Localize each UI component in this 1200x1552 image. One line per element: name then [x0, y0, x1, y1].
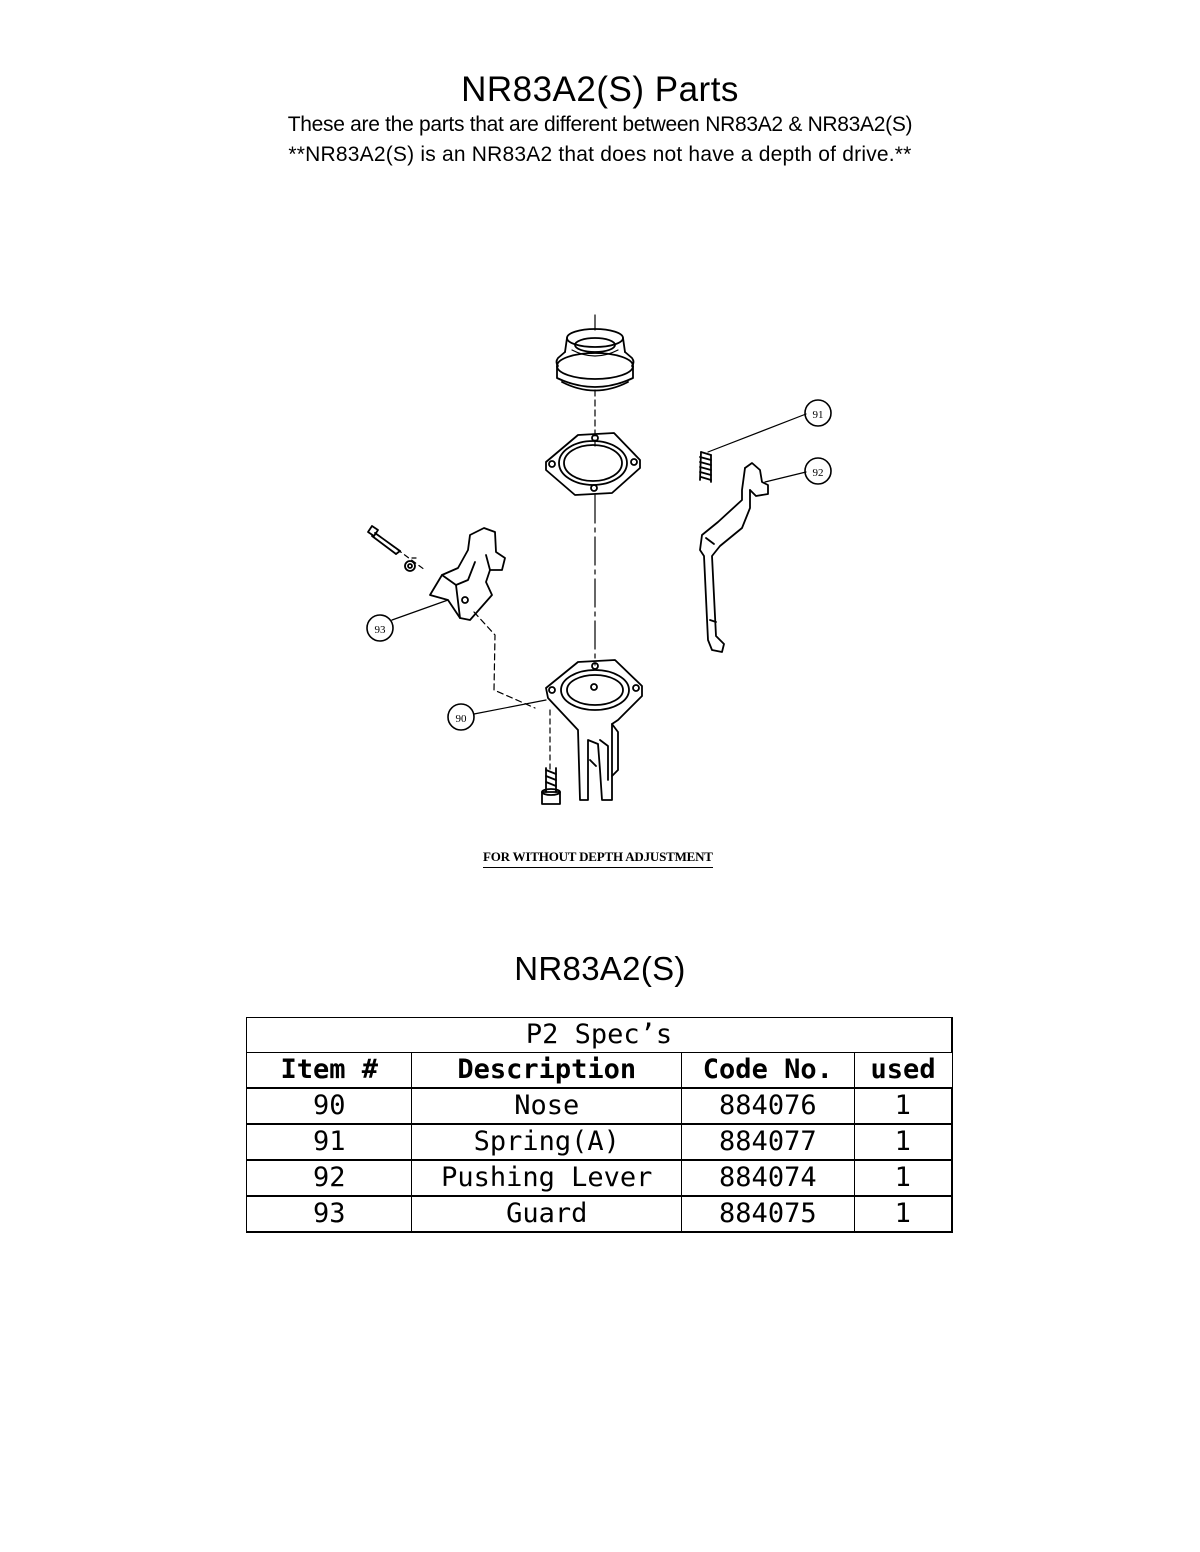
column-header-used: used [853, 1052, 953, 1089]
cell-used: 1 [853, 1087, 953, 1125]
nose-cap-part [555, 328, 635, 392]
cell-item: 91 [245, 1123, 413, 1161]
cell-description: Spring(A) [411, 1123, 683, 1161]
gasket-plate-part [545, 432, 641, 496]
diagram-caption: FOR WITHOUT DEPTH ADJUSTMENT [483, 849, 713, 868]
table-row: 91 Spring(A) 884077 1 [245, 1123, 953, 1161]
exploded-parts-diagram: 91 92 93 90 [366, 314, 832, 805]
column-header-code: Code No. [681, 1052, 855, 1089]
table-row: 93 Guard 884075 1 [245, 1195, 953, 1233]
cell-item: 92 [245, 1159, 413, 1197]
column-header-item: Item # [245, 1052, 413, 1089]
page-subtitle: These are the parts that are different b… [287, 113, 913, 136]
callout-91: 91 [813, 409, 824, 421]
cell-code: 884077 [681, 1123, 855, 1161]
parts-table: P2 Spec’s Item # Description Code No. us… [245, 1017, 953, 1233]
callout-93: 93 [375, 624, 387, 636]
cell-description: Pushing Lever [411, 1159, 683, 1197]
guard-part [367, 525, 506, 621]
cell-used: 1 [853, 1159, 953, 1197]
cell-code: 884076 [681, 1087, 855, 1125]
page-note: **NR83A2(S) is an NR83A2 that does not h… [288, 143, 912, 166]
pushing-lever-part [699, 462, 769, 653]
callout-92: 92 [813, 467, 824, 479]
table-header-row: Item # Description Code No. used [245, 1052, 953, 1089]
cell-item: 93 [245, 1195, 413, 1233]
cell-code: 884074 [681, 1159, 855, 1197]
table-row: 90 Nose 884076 1 [245, 1087, 953, 1125]
table-row: 92 Pushing Lever 884074 1 [245, 1159, 953, 1197]
column-header-description: Description [411, 1052, 683, 1089]
bottom-bolt-part [541, 709, 561, 805]
cell-item: 90 [245, 1087, 413, 1125]
nose-part [545, 659, 643, 801]
cell-description: Guard [411, 1195, 683, 1233]
page-title: NR83A2(S) Parts [461, 70, 739, 109]
spring-part [699, 451, 712, 483]
model-heading: NR83A2(S) [514, 950, 686, 987]
table-group-header: P2 Spec’s [246, 1017, 953, 1053]
cell-code: 884075 [681, 1195, 855, 1233]
cell-used: 1 [853, 1195, 953, 1233]
callout-90: 90 [456, 713, 468, 725]
table-group-header-row: P2 Spec’s [246, 1017, 953, 1053]
cell-used: 1 [853, 1123, 953, 1161]
cell-description: Nose [411, 1087, 683, 1125]
